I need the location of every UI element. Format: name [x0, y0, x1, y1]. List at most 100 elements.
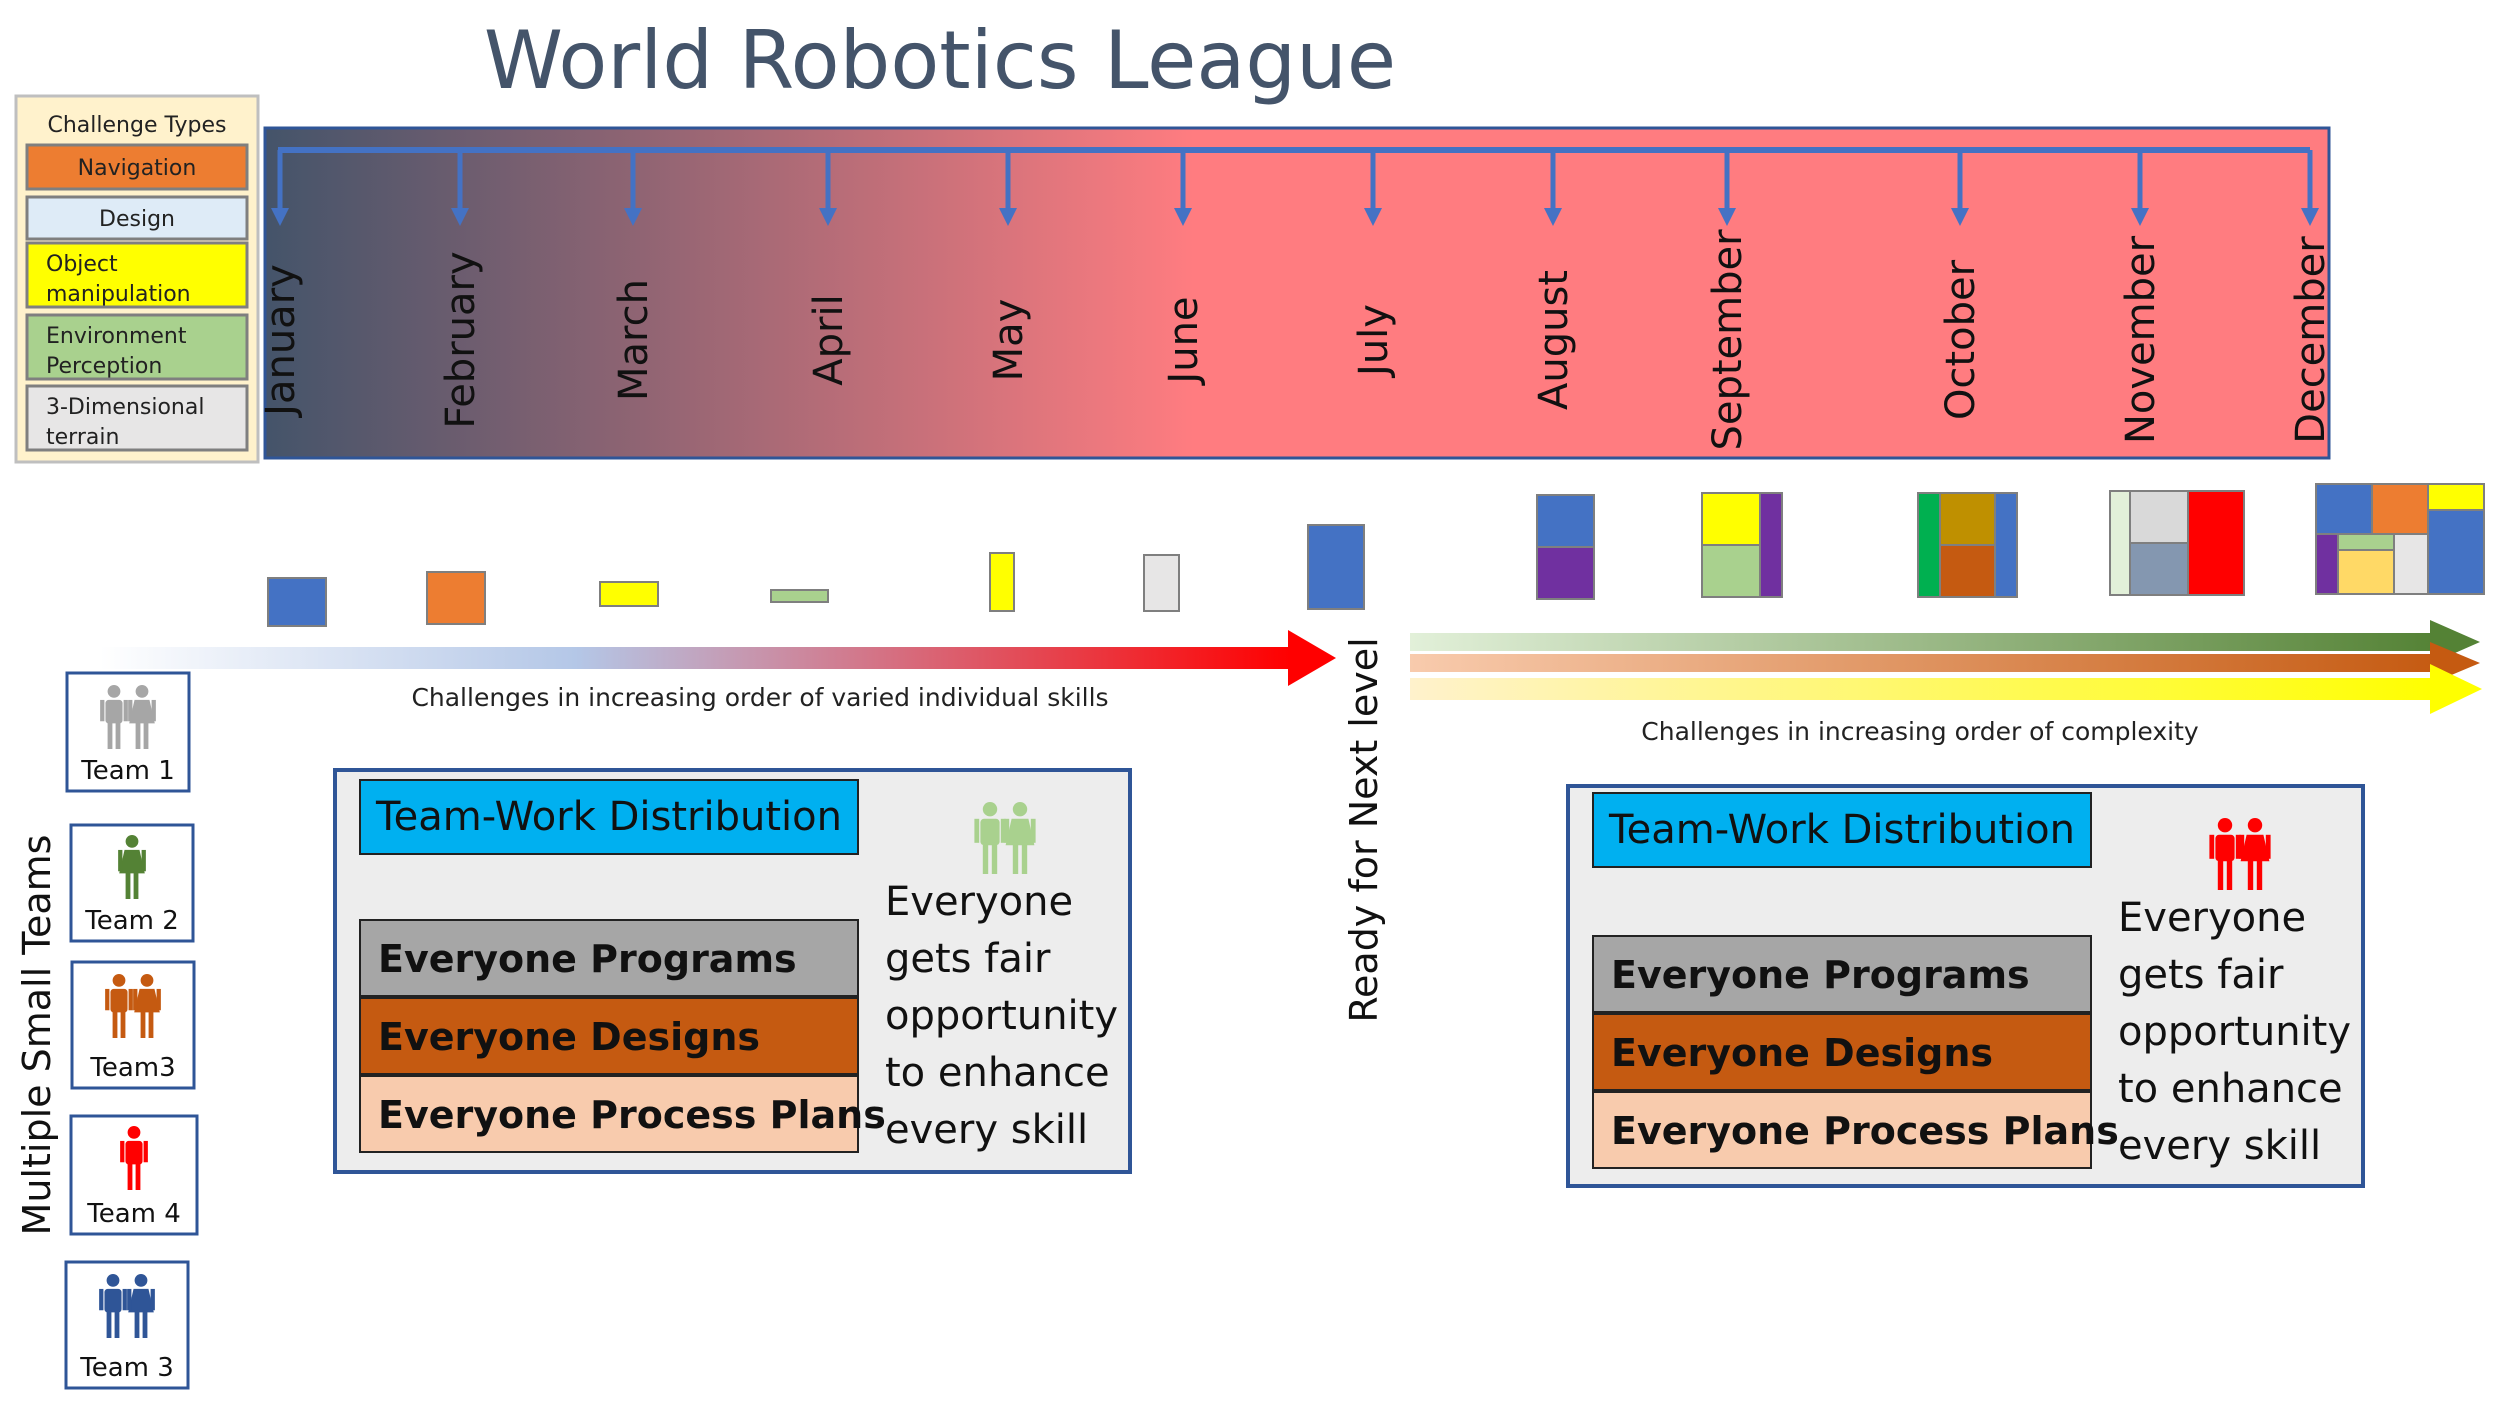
- month-label: September: [1705, 229, 1751, 451]
- role-label: Everyone Process Plans: [1611, 1109, 2119, 1153]
- person-icon: [100, 685, 128, 749]
- team-label: Team3: [89, 1053, 175, 1083]
- role-box: [359, 997, 859, 1075]
- month-label: February: [438, 251, 484, 428]
- month-label: October: [1938, 259, 1984, 420]
- person-icon: [2209, 818, 2241, 890]
- month-tick-arrowhead: [1364, 208, 1382, 226]
- december-challenge: [2315, 483, 2373, 535]
- january-challenge: [267, 577, 327, 627]
- april-challenge: [770, 589, 829, 603]
- december-challenge: [2427, 483, 2485, 511]
- month-tick-arrowhead: [271, 208, 289, 226]
- role-label: Everyone Programs: [1611, 953, 2030, 997]
- team-label: Team 1: [80, 756, 175, 786]
- team-label: Team 3: [79, 1353, 174, 1383]
- person-icon: [128, 685, 156, 749]
- team-label: Team 2: [84, 906, 179, 936]
- person-icon: [120, 1126, 148, 1190]
- month-tick-arrowhead: [1544, 208, 1562, 226]
- legend-label: Navigation: [78, 156, 197, 181]
- role-box: [1592, 1013, 2092, 1091]
- panel-note-line: Everyone: [885, 879, 1073, 925]
- panel-note-line: gets fair: [2118, 952, 2284, 998]
- may-challenge: [989, 552, 1015, 612]
- december-challenge: [2315, 533, 2339, 595]
- person-icon: [127, 1274, 155, 1338]
- panel-note-line: every skill: [885, 1107, 1088, 1153]
- august-challenge: [1536, 546, 1595, 600]
- legend-swatch: [25, 143, 249, 191]
- person-icon: [2239, 818, 2271, 890]
- person-icon: [133, 974, 161, 1038]
- november-challenge: [2129, 490, 2189, 544]
- july-challenge: [1307, 524, 1365, 610]
- role-box: [1592, 1091, 2092, 1169]
- october-challenge: [1994, 492, 2018, 598]
- legend-swatch: [25, 384, 249, 452]
- team-card-frame: [65, 671, 191, 793]
- month-tick-arrowhead: [624, 208, 642, 226]
- legend-swatch: [25, 241, 249, 309]
- month-tick-arrowhead: [1718, 208, 1736, 226]
- teams-axis-label: Multiple Small Teams: [15, 835, 59, 1236]
- december-challenge: [2393, 533, 2429, 595]
- november-challenge: [2109, 490, 2131, 596]
- panel-note-line: Everyone: [2118, 895, 2306, 941]
- person-icon: [1004, 802, 1036, 874]
- september-challenge: [1759, 492, 1783, 598]
- role-label: Everyone Process Plans: [378, 1093, 886, 1137]
- skills-arrow-caption: Challenges in increasing order of varied…: [411, 683, 1108, 712]
- team-label: Team 4: [86, 1199, 181, 1229]
- october-challenge: [1939, 544, 1996, 598]
- panel-note-line: to enhance: [2118, 1066, 2343, 1112]
- team-card-frame: [70, 960, 196, 1090]
- month-label: December: [2288, 236, 2334, 444]
- month-label: April: [806, 294, 852, 385]
- june-challenge: [1143, 554, 1180, 612]
- legend-swatch: [25, 313, 249, 381]
- november-challenge: [2129, 542, 2189, 596]
- legend-label: Design: [99, 207, 175, 232]
- role-box: [1592, 935, 2092, 1013]
- challenge-blocks: [267, 483, 2485, 627]
- september-challenge: [1701, 544, 1761, 598]
- september-challenge: [1701, 492, 1761, 546]
- month-tick-arrowhead: [2301, 208, 2319, 226]
- team-card: Team 1: [65, 671, 191, 793]
- teams-column: Multiple Small Teams Team 1 Team 2 Team3Te…: [15, 671, 199, 1390]
- skills-arrow: Challenges in increasing order of varied…: [100, 630, 1336, 712]
- team-card-frame: [64, 1260, 190, 1390]
- panel-note-line: opportunity: [885, 993, 1118, 1039]
- person-icon: [974, 802, 1006, 874]
- december-challenge: [2427, 509, 2485, 595]
- month-label: June: [1161, 296, 1207, 386]
- month-label: November: [2118, 235, 2164, 444]
- teamwork-distribution-box: [1592, 792, 2092, 868]
- october-challenge: [1917, 492, 1941, 598]
- person-icon: [105, 974, 133, 1038]
- teamwork-distribution-box: [359, 779, 859, 855]
- august-challenge: [1536, 494, 1595, 548]
- month-tick-arrowhead: [451, 208, 469, 226]
- ready-next-level-label: Ready for Next level: [1342, 637, 1386, 1022]
- december-challenge: [2371, 483, 2429, 535]
- legend-item: Design: [25, 195, 249, 241]
- teamwork-distribution-label: Team-Work Distribution: [1608, 807, 2075, 853]
- role-label: Everyone Programs: [378, 937, 797, 981]
- teamwork-distribution-label: Team-Work Distribution: [375, 794, 842, 840]
- month-tick-arrowhead: [819, 208, 837, 226]
- march-challenge: [599, 581, 659, 607]
- month-label: May: [986, 299, 1032, 382]
- person-icon: [118, 835, 146, 899]
- timeline-band: [263, 126, 2331, 460]
- role-label: Everyone Designs: [378, 1015, 760, 1059]
- team-card: Team 4: [69, 1114, 199, 1236]
